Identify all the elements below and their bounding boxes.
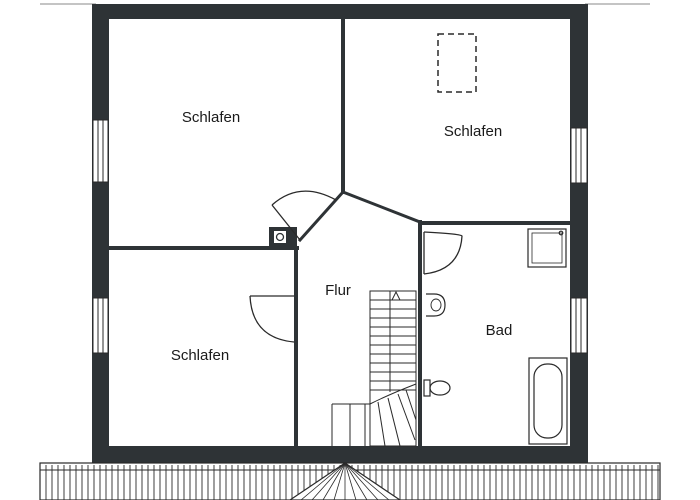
wall-angled-right [341, 190, 422, 224]
wall-right [570, 4, 588, 463]
door-top-left-room [271, 190, 337, 241]
room-label-flur: Flur [325, 282, 351, 299]
room-label-schlafen-bottom-left: Schlafen [171, 347, 229, 364]
doors [249, 190, 463, 343]
shower-tray [527, 228, 567, 268]
wall-top [92, 4, 588, 19]
stair-arrow-icon [391, 290, 401, 301]
skylight-dashed [437, 33, 477, 93]
window-right-lower [570, 297, 588, 354]
staircase [331, 290, 417, 447]
interior-walls [107, 17, 572, 448]
room-label-schlafen-top-right: Schlafen [444, 123, 502, 140]
chimney [269, 227, 297, 247]
stair-treads [370, 299, 416, 391]
balcony-hatching [39, 462, 661, 500]
room-label-schlafen-top-left: Schlafen [182, 109, 240, 126]
toilet [423, 379, 451, 397]
window-left-upper [92, 119, 109, 183]
window-left-lower [92, 297, 109, 354]
bathroom-fixtures [423, 228, 568, 445]
window-right-upper [570, 127, 588, 184]
windows [92, 119, 588, 354]
bathtub [528, 357, 568, 445]
door-bad [423, 231, 463, 275]
washbasin [426, 293, 446, 317]
room-label-bad: Bad [486, 322, 513, 339]
exterior-walls [92, 4, 588, 463]
wall-bottom [92, 446, 588, 463]
wall-angled-left [297, 189, 346, 243]
door-bottom-left-room [249, 295, 295, 343]
wall-left [92, 4, 109, 463]
